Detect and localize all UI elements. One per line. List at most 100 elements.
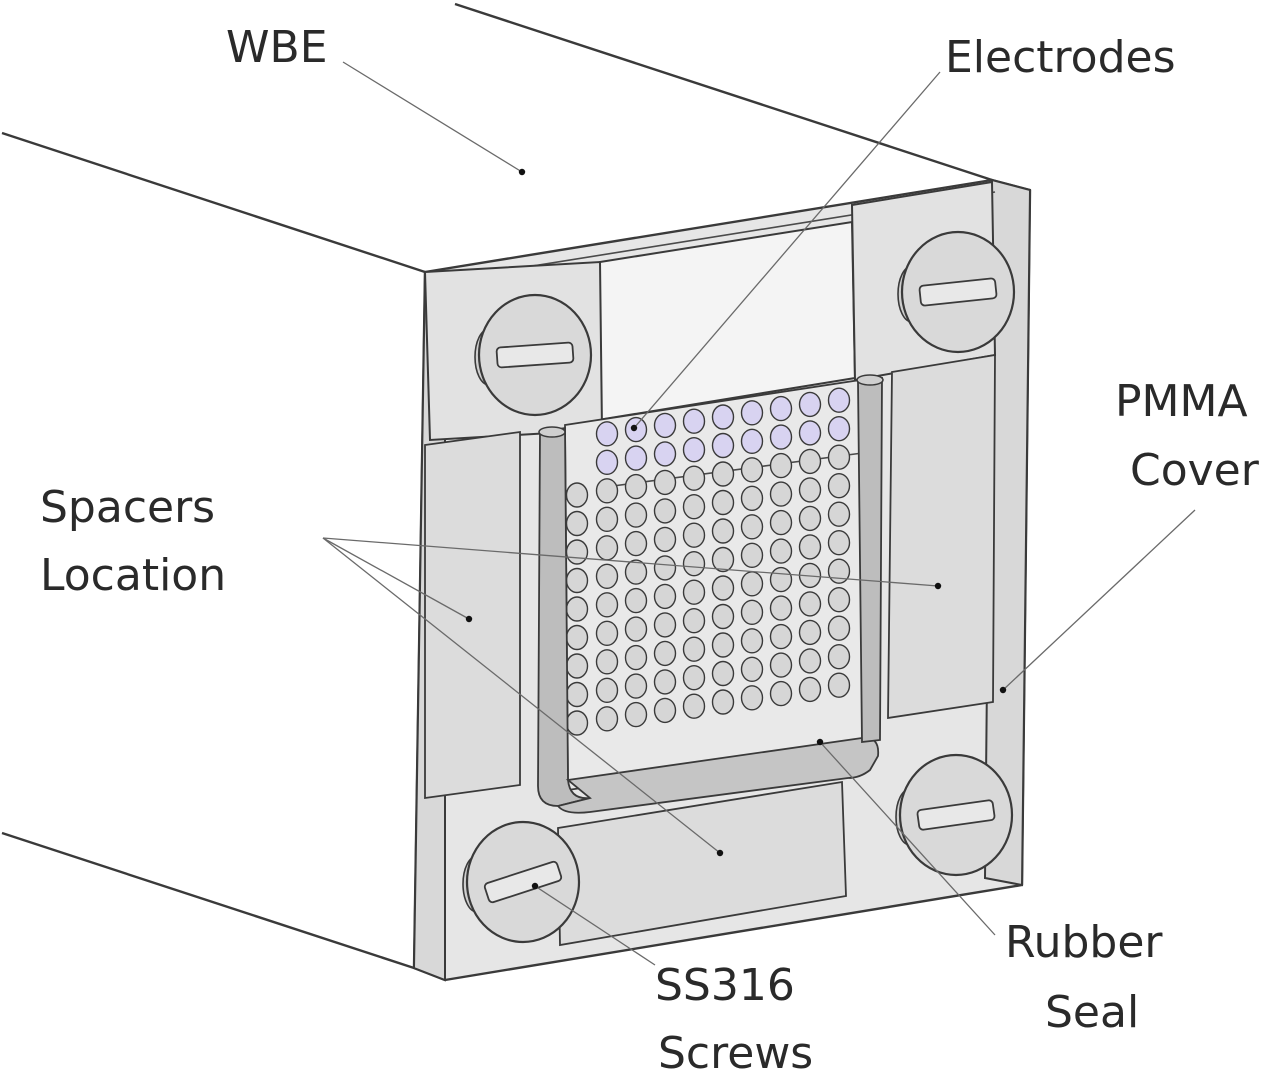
electrode-hole — [769, 680, 793, 707]
electrode-hole — [769, 452, 793, 479]
electrode-hole — [565, 539, 589, 565]
electrode-hole — [595, 506, 619, 532]
electrode-exposed — [827, 387, 851, 413]
electrode-hole — [624, 530, 648, 557]
electrode-hole — [827, 444, 851, 470]
electrode-hole — [653, 469, 677, 496]
electrode-hole — [827, 501, 851, 527]
label-pmma-line2: Cover — [1130, 445, 1260, 496]
electrode-hole — [798, 619, 822, 646]
electrode-hole — [740, 599, 764, 625]
electrode-hole — [769, 595, 793, 621]
electrode-exposed — [711, 404, 735, 430]
electrode-hole — [653, 612, 677, 638]
electrode-hole — [682, 522, 706, 548]
leader-spacers-bottom — [322, 537, 721, 854]
electrode-hole — [624, 644, 648, 671]
electrode-hole — [798, 648, 822, 674]
leader-lines — [322, 61, 1196, 966]
electrode-hole — [769, 623, 793, 650]
electrode-hole — [624, 473, 648, 500]
label-screws-line1: SS316 — [655, 960, 795, 1011]
electrode-exposed — [798, 420, 822, 446]
electrode-hole — [711, 518, 735, 544]
electrode-hole — [740, 571, 764, 597]
electrode-hole — [682, 665, 706, 691]
electrode-hole — [740, 656, 764, 682]
electrode-exposed — [682, 437, 706, 463]
electrode-exposed — [682, 408, 706, 434]
electrode-hole — [565, 681, 589, 708]
electrode-hole — [798, 505, 822, 532]
leader-wbe — [342, 61, 523, 173]
electrode-hole — [624, 701, 648, 728]
electrode-hole — [827, 473, 851, 499]
label-screws-line2: Screws — [658, 1028, 813, 1073]
wbe-block — [1, 2, 993, 970]
electrode-hole — [565, 482, 589, 508]
electrode-hole — [624, 502, 648, 528]
electrode-hole — [682, 608, 706, 634]
electrode-hole — [769, 509, 793, 536]
label-rubber-line2: Seal — [1045, 987, 1139, 1038]
label-electrodes: Electrodes — [945, 32, 1176, 83]
electrode-hole — [595, 592, 619, 618]
electrode-exposed — [740, 400, 764, 426]
electrode-hole — [624, 587, 648, 614]
leader-spacers-left — [322, 537, 470, 620]
label-rubber-line1: Rubber — [1005, 917, 1163, 968]
electrode-hole — [827, 530, 851, 556]
electrode-hole — [711, 575, 735, 601]
electrode-hole — [595, 706, 619, 732]
electrode-exposed — [624, 445, 648, 471]
electrode-hole — [711, 632, 735, 658]
rubber-seal — [537, 374, 884, 814]
electrode-hole — [827, 587, 851, 613]
electrode-exposed — [798, 391, 822, 418]
electrode-hole — [827, 672, 851, 698]
screws — [462, 230, 1016, 944]
electrode-hole — [624, 559, 648, 585]
electrode-hole — [653, 526, 677, 553]
electrode-hole — [798, 534, 822, 560]
electrode-exposed — [740, 428, 764, 454]
electrode-hole — [653, 583, 677, 610]
label-wbe: WBE — [226, 22, 328, 73]
spacer-right — [887, 353, 996, 720]
electrode-exposed — [769, 395, 793, 422]
leader-electrodes — [633, 71, 941, 429]
electrode-hole — [682, 636, 706, 662]
electrode-hole — [595, 478, 619, 504]
electrode-hole — [653, 669, 677, 695]
rubber-seal-right-arm — [857, 376, 883, 744]
electrode-exposed — [595, 449, 619, 475]
spacer-left — [424, 430, 521, 800]
electrode-hole — [769, 566, 793, 593]
electrode-hole — [740, 514, 764, 540]
electrode-hole — [565, 596, 589, 622]
electrode-hole — [711, 489, 735, 516]
electrode-hole — [711, 660, 735, 687]
electrode-hole — [653, 555, 677, 581]
electrode-exposed — [653, 441, 677, 467]
screw-top-left — [474, 293, 593, 417]
electrode-hole — [595, 620, 619, 646]
electrode-hole — [682, 494, 706, 520]
electrode-hole — [595, 535, 619, 561]
electrode-hole — [653, 640, 677, 667]
electrode-exposed — [711, 432, 735, 459]
electrode-hole — [769, 652, 793, 678]
electrode-hole — [595, 563, 619, 589]
electrode-hole — [798, 448, 822, 475]
electrode-hole — [798, 591, 822, 617]
label-pmma-line1: PMMA — [1115, 376, 1248, 427]
electrode-hole — [624, 673, 648, 699]
electrode-hole — [769, 481, 793, 507]
spacers — [424, 353, 996, 947]
electrode-hole — [565, 567, 589, 594]
electrode-exposed — [827, 416, 851, 442]
electrode-hole — [740, 485, 764, 511]
electrode-exposed — [595, 421, 619, 447]
